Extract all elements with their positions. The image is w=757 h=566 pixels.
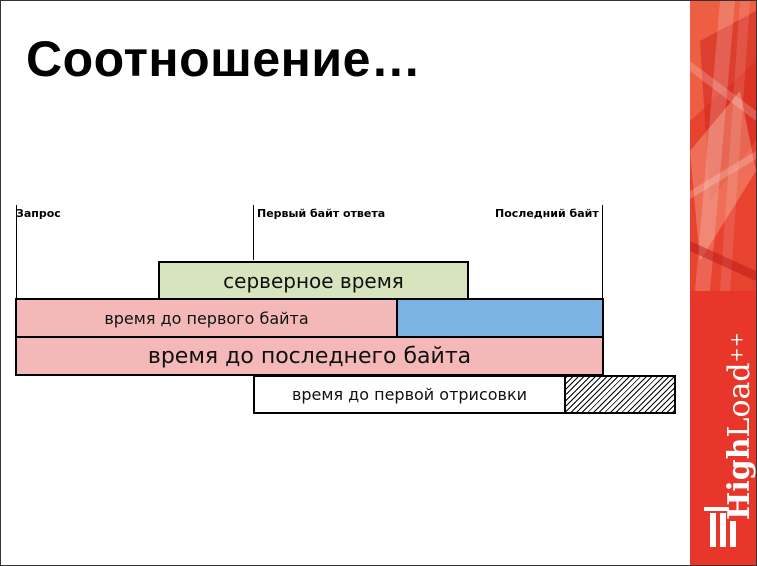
first-byte-to-last-byte-bar bbox=[396, 298, 604, 338]
brand-high-text: High bbox=[722, 437, 757, 520]
first-paint-hatched-bar bbox=[564, 375, 676, 414]
brand-plus-text: ++ bbox=[726, 332, 748, 363]
brand-side-panel bbox=[690, 1, 756, 565]
time-to-last-byte-bar: время до последнего байта bbox=[15, 336, 604, 376]
first-byte-marker-line bbox=[253, 205, 254, 260]
brand-wordmark: HighLoad++ bbox=[722, 332, 757, 520]
marker-first-byte-label: Первый байт ответа bbox=[257, 207, 386, 220]
last-byte-marker-line bbox=[602, 205, 603, 300]
marker-last-byte-label: Последний байт bbox=[495, 207, 599, 220]
request-marker-line bbox=[16, 205, 17, 375]
time-to-first-paint-label: время до первой отрисовки bbox=[291, 385, 528, 404]
time-to-first-byte-label: время до первого байта bbox=[104, 308, 309, 328]
time-to-first-byte-bar: время до первого байта bbox=[15, 298, 398, 338]
marker-request-label: Запрос bbox=[16, 207, 61, 220]
time-to-last-byte-label: время до последнего байта bbox=[147, 343, 472, 369]
brand-pattern bbox=[690, 1, 756, 565]
slide-title: Соотношение… bbox=[26, 31, 422, 87]
server-time-label: серверное время bbox=[223, 268, 404, 293]
time-to-first-paint-bar: время до первой отрисовки bbox=[253, 375, 566, 414]
brand-logo-mark bbox=[704, 507, 736, 547]
brand-load-text: Load bbox=[722, 362, 757, 438]
server-time-bar: серверное время bbox=[158, 261, 469, 300]
